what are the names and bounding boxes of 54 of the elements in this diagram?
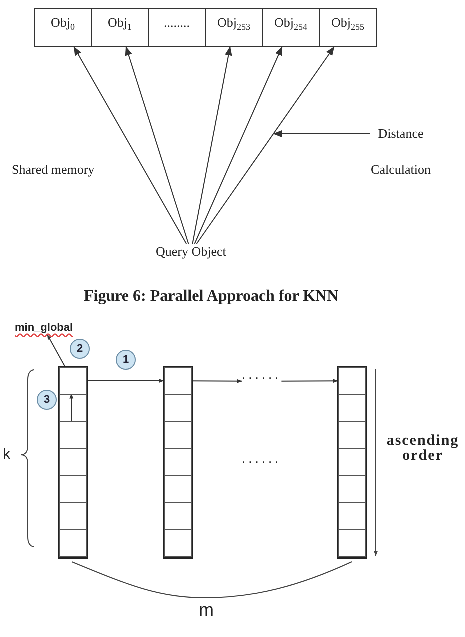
arrow (192, 379, 242, 384)
arrow (47, 334, 66, 368)
annotation-text: Distance Calculation (370, 116, 432, 188)
direction-label: ascending order (386, 434, 460, 464)
arrow (86, 379, 164, 383)
dimension-label: m (199, 600, 214, 620)
arrow (125, 46, 190, 244)
array-cell (338, 394, 366, 422)
array-cell (59, 529, 87, 557)
array-cell: Obj$_{1}$ (91, 8, 149, 47)
array-cell (59, 421, 87, 449)
arrow (192, 46, 232, 244)
array-cell (164, 421, 192, 449)
array-cell (164, 529, 192, 557)
array-cell: Obj$_{254}$ (262, 8, 320, 47)
arrow (196, 46, 335, 244)
array-cell (164, 394, 192, 422)
arrow (74, 46, 188, 244)
array-column (163, 366, 193, 559)
array-cell (338, 448, 366, 476)
callout-number: 2 (70, 339, 90, 359)
query-label: Query Object (156, 244, 226, 260)
array-cell (59, 367, 87, 395)
array-cell (338, 367, 366, 395)
array-cell (164, 502, 192, 530)
arrow (194, 46, 283, 244)
array-cell (59, 475, 87, 503)
arrow (281, 379, 338, 384)
array-cell (59, 502, 87, 530)
array-cell: Obj$_{255}$ (319, 8, 377, 47)
arrow (70, 394, 74, 422)
array-column (337, 366, 367, 559)
figure-caption: Figure 6: Parallel Approach for KNN (84, 287, 339, 306)
array-cell (59, 394, 87, 422)
callout-number: 3 (37, 390, 57, 410)
array-cell: Obj$_{0}$ (34, 8, 92, 47)
array-cell (338, 421, 366, 449)
dimension-label: k (3, 446, 10, 463)
array-cell (338, 529, 366, 557)
array-cell: ........ (148, 8, 206, 47)
array-cell: Obj$_{253}$ (205, 8, 263, 47)
array-cell (164, 475, 192, 503)
region-label: Shared memory (12, 162, 95, 178)
array-cell (164, 367, 192, 395)
ellipsis-dots: ...... (242, 368, 282, 395)
array-cell (338, 502, 366, 530)
array-column (58, 366, 88, 559)
variable-label: min_global (15, 322, 74, 335)
array-cell (338, 475, 366, 503)
ellipsis-dots: ...... (242, 452, 282, 466)
array-cell (59, 448, 87, 476)
leader-arrow (273, 130, 370, 138)
callout-number: 1 (116, 350, 136, 370)
array-cell (164, 448, 192, 476)
